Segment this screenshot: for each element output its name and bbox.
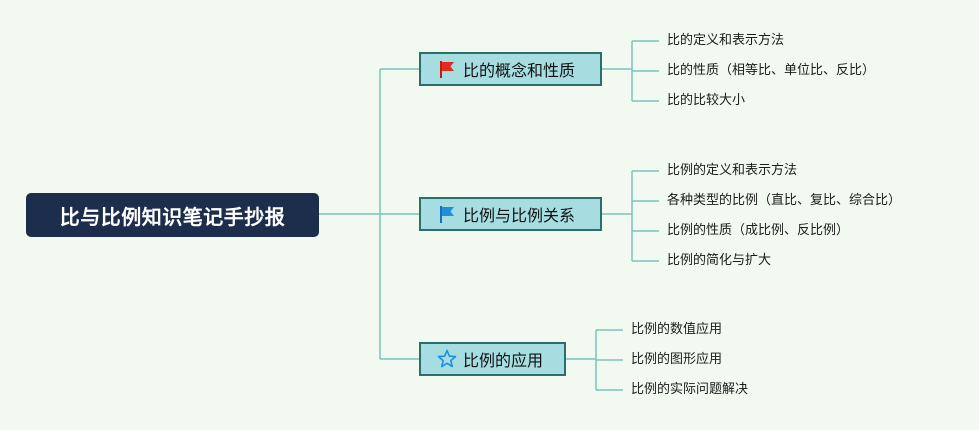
leaf-item[interactable]: 各种类型的比例（直比、复比、综合比）	[667, 193, 902, 208]
leaf-item[interactable]: 比的定义和表示方法	[667, 33, 785, 48]
leaf-item[interactable]: 比例的定义和表示方法	[667, 163, 798, 178]
leaf-item[interactable]: 比例的图形应用	[631, 352, 723, 367]
branch-label: 比的概念和性质	[463, 61, 576, 80]
root-title: 比与比例知识笔记手抄报	[59, 204, 286, 229]
red-flag-icon	[440, 61, 454, 78]
leaf-item[interactable]: 比的性质（相等比、单位比、反比）	[667, 63, 876, 78]
blue-flag-icon	[440, 206, 454, 223]
branch-label: 比例的应用	[463, 351, 544, 370]
star-outline-icon	[437, 349, 457, 368]
leaf-item[interactable]: 比例的简化与扩大	[667, 253, 772, 268]
branch-topic-application[interactable]: 比例的应用	[419, 342, 566, 376]
branch-topic-proportion[interactable]: 比例与比例关系	[419, 197, 602, 231]
leaf-item[interactable]: 比例的实际问题解决	[631, 382, 749, 397]
leaf-item[interactable]: 比例的数值应用	[631, 322, 723, 337]
branch-label: 比例与比例关系	[463, 206, 576, 225]
leaf-item[interactable]: 比例的性质（成比例、反比例）	[667, 223, 850, 238]
leaf-item[interactable]: 比的比较大小	[667, 93, 746, 108]
branch-topic-concept[interactable]: 比的概念和性质	[419, 52, 602, 86]
root-topic[interactable]: 比与比例知识笔记手抄报	[26, 193, 319, 237]
